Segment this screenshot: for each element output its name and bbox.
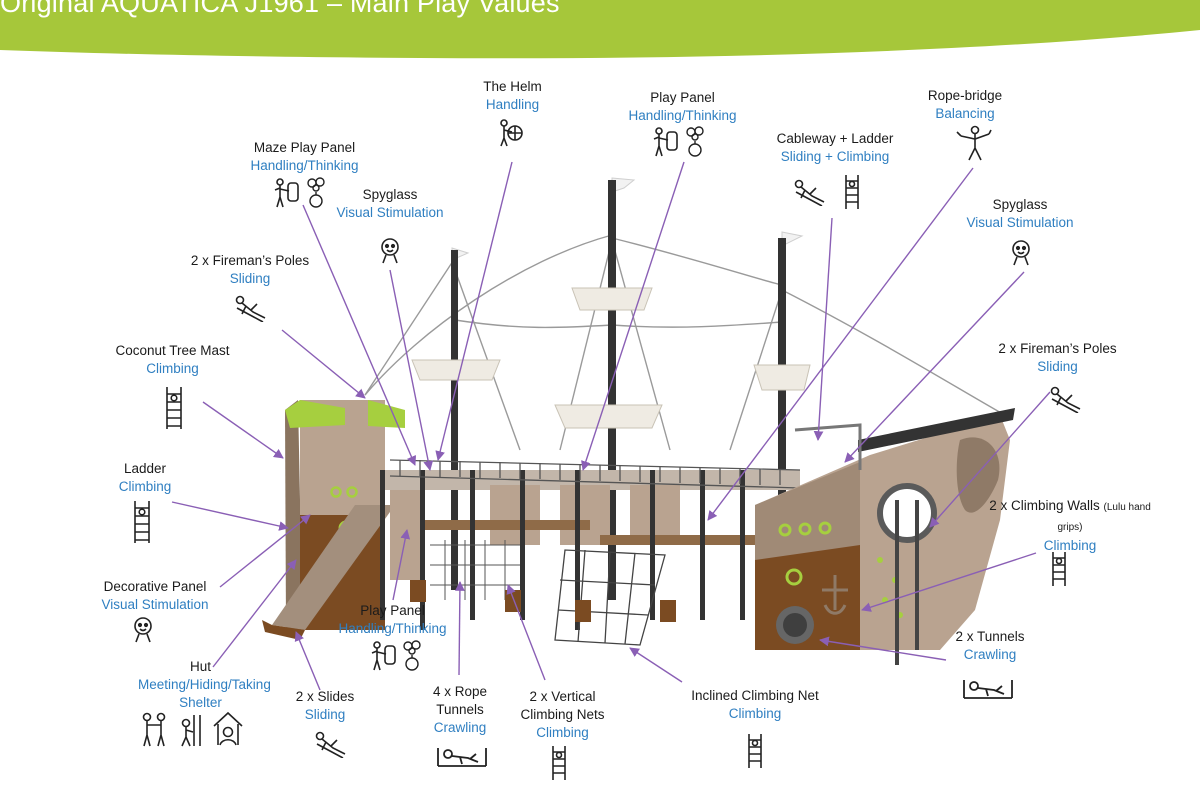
ladder-icon: [552, 746, 566, 780]
label-maze-play-panel: Maze Play Panel Handling/Thinking: [232, 139, 377, 175]
label-firemans-poles-right: 2 x Fireman’s Poles Sliding: [985, 340, 1130, 376]
label-name: Spyglass: [362, 187, 418, 202]
label-name: Play Panel: [360, 603, 425, 618]
label-value: Balancing: [935, 106, 995, 121]
thinking-icon: [403, 640, 421, 671]
label-value: Climbing: [118, 479, 172, 494]
label-name: 2 x Climbing Walls: [989, 498, 1100, 513]
thinking-icon: [686, 126, 704, 157]
label-value: Climbing: [728, 706, 782, 721]
ladder-icon: [845, 175, 859, 209]
hiding-icon: [181, 715, 201, 747]
label-value: Sliding: [1037, 359, 1078, 374]
label-inclined-climbing-net: Inclined Climbing Net Climbing: [675, 687, 835, 723]
label-name: 2 x Fireman’s Poles: [190, 253, 310, 268]
crawling-icon: [437, 748, 487, 767]
label-value: Handling/Thinking: [250, 158, 359, 173]
label-name: 2 x Vertical Climbing Nets: [520, 689, 605, 722]
face-icon: [1012, 240, 1030, 266]
label-firemans-poles-left: 2 x Fireman’s Poles Sliding: [180, 252, 320, 288]
face-icon: [134, 617, 152, 643]
ladder-icon: [748, 734, 762, 768]
handling-icon: [653, 127, 678, 157]
ladder-icon: [134, 501, 150, 543]
label-name: Spyglass: [992, 197, 1048, 212]
label-play-panel-top: Play Panel Handling/Thinking: [610, 89, 755, 125]
helm-handling-icon: [500, 119, 523, 147]
label-spyglass-right: Spyglass Visual Stimulation: [955, 196, 1085, 232]
label-the-helm: The Helm Handling: [450, 78, 575, 114]
label-name: 2 x Tunnels: [955, 629, 1025, 644]
label-value: Visual Stimulation: [966, 215, 1074, 230]
label-name: Inclined Climbing Net: [691, 688, 819, 703]
label-value: Meeting/Hiding/Taking Shelter: [138, 677, 271, 710]
label-name: Hut: [189, 659, 211, 674]
label-value: Visual Stimulation: [101, 597, 209, 612]
label-play-panel-bottom: Play Panel Handling/Thinking: [320, 602, 465, 638]
sliding-icon: [1050, 386, 1081, 413]
label-name: Maze Play Panel: [253, 140, 356, 155]
ladder-icon: [166, 387, 182, 429]
shelter-icon: [213, 711, 243, 746]
label-rope-bridge: Rope-bridge Balancing: [900, 87, 1030, 123]
label-name: Decorative Panel: [103, 579, 207, 594]
label-name: 2 x Fireman’s Poles: [998, 341, 1117, 356]
sliding-icon: [794, 179, 825, 206]
label-tunnels: 2 x Tunnels Crawling: [935, 628, 1045, 664]
thinking-icon: [307, 177, 325, 208]
label-value: Handling/Thinking: [338, 621, 447, 636]
label-ladder: Ladder Climbing: [95, 460, 195, 496]
label-climbing-walls: 2 x Climbing Walls (Lulu hand grips) Cli…: [985, 497, 1155, 555]
ladder-icon: [1052, 552, 1066, 586]
label-rope-tunnels: 4 x Rope Tunnels Crawling: [415, 683, 505, 737]
label-value: Sliding + Climbing: [780, 149, 890, 164]
crawling-icon: [963, 680, 1013, 699]
label-slides: 2 x Slides Sliding: [280, 688, 370, 724]
label-value: Climbing: [536, 725, 589, 740]
label-value: Climbing: [146, 361, 199, 376]
label-name: Play Panel: [650, 90, 715, 105]
label-vertical-climbing-nets: 2 x Vertical Climbing Nets Climbing: [510, 688, 615, 742]
label-name: 4 x Rope Tunnels: [432, 684, 488, 717]
page-title: Original AQUATICA J1961 – Main Play Valu…: [0, 0, 560, 18]
label-value: Crawling: [433, 720, 487, 735]
label-value: Handling/Thinking: [628, 108, 737, 123]
label-value: Crawling: [963, 647, 1017, 662]
label-hut: Hut Meeting/Hiding/Taking Shelter: [138, 658, 271, 712]
label-name: Coconut Tree Mast: [115, 343, 230, 358]
label-name: Rope-bridge: [927, 88, 1003, 103]
label-value: Climbing: [1043, 538, 1097, 553]
label-coconut-tree-mast: Coconut Tree Mast Climbing: [100, 342, 245, 378]
sliding-icon: [235, 295, 266, 322]
label-decorative-panel: Decorative Panel Visual Stimulation: [85, 578, 225, 614]
label-value: Sliding: [229, 271, 271, 286]
label-note: (Lulu hand grips): [1057, 502, 1151, 533]
label-spyglass-left: Spyglass Visual Stimulation: [325, 186, 455, 222]
label-name: Cableway + Ladder: [776, 131, 894, 146]
label-value: Visual Stimulation: [336, 205, 444, 220]
face-icon: [381, 238, 399, 264]
label-cableway-ladder: Cableway + Ladder Sliding + Climbing: [765, 130, 905, 166]
label-name-line: 2 x Climbing Walls (Lulu hand grips): [985, 497, 1155, 537]
handling-icon: [371, 641, 396, 671]
handling-icon: [274, 178, 299, 208]
balancing-icon: [956, 125, 992, 161]
sliding-icon: [315, 731, 346, 758]
header-banner: [0, 0, 1200, 59]
label-value: Handling: [485, 97, 540, 112]
label-name: The Helm: [483, 79, 542, 94]
label-value: Sliding: [304, 707, 346, 722]
label-name: Ladder: [123, 461, 167, 476]
meeting-icon: [142, 712, 166, 747]
label-name: 2 x Slides: [295, 689, 355, 704]
